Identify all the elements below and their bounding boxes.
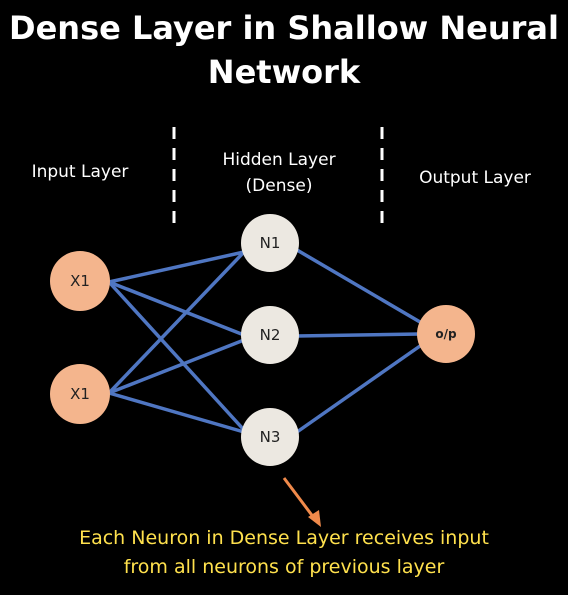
connection — [108, 250, 245, 284]
connection — [108, 280, 245, 337]
connections-input-hidden — [107, 250, 246, 434]
hidden-node-n1: N1 — [241, 214, 299, 272]
hidden-node-n3: N3 — [241, 408, 299, 466]
hidden-layer-label-line2: (Dense) — [245, 176, 313, 196]
connection — [295, 344, 422, 434]
page-title-line1: Dense Layer in Shallow Neural — [9, 9, 559, 47]
connections-hidden-output — [295, 248, 422, 434]
connection — [296, 248, 421, 324]
output-layer-label: Output Layer — [419, 168, 531, 188]
input-node: X1 — [50, 364, 110, 424]
caption-line1: Each Neuron in Dense Layer receives inpu… — [79, 527, 489, 549]
caption-line2: from all neurons of previous layer — [123, 556, 445, 578]
output-node: o/p — [417, 305, 475, 363]
connection — [108, 391, 245, 434]
hidden-node-n2: N2 — [241, 306, 299, 364]
connection — [108, 338, 245, 395]
input-node: X1 — [50, 251, 110, 311]
hidden-layer-label-line1: Hidden Layer — [222, 150, 336, 170]
input-layer-label: Input Layer — [31, 162, 129, 182]
connection — [107, 280, 246, 432]
page-title-line2: Network — [207, 53, 361, 91]
connection — [296, 332, 421, 338]
arrow-icon — [282, 477, 321, 527]
connection — [107, 250, 246, 395]
